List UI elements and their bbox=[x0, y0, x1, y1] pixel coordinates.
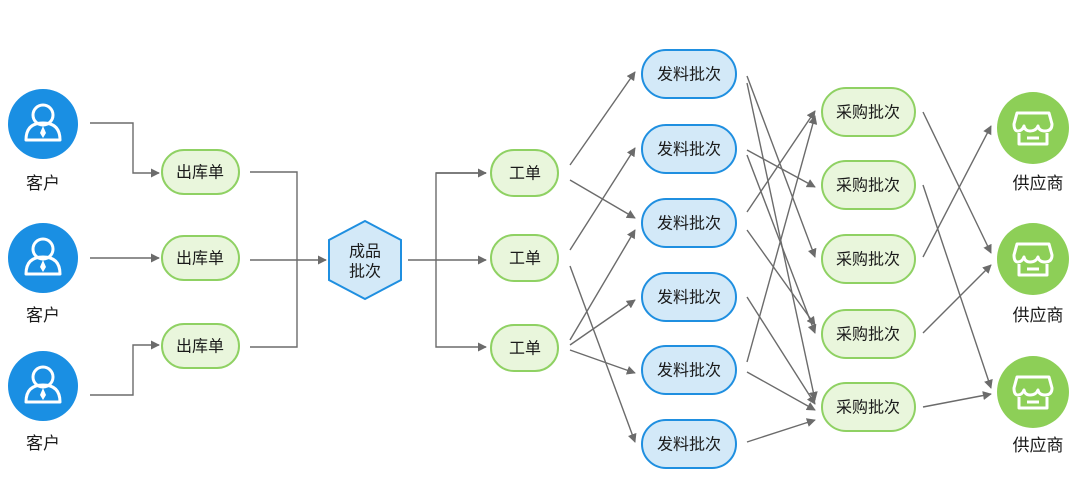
purchase-batch-node: 采购批次 bbox=[821, 234, 916, 284]
supplier-avatar bbox=[997, 223, 1069, 295]
arrow-pb5-sup3 bbox=[922, 391, 992, 408]
purchase-batch-label: 采购批次 bbox=[836, 398, 900, 417]
outbound-order-column: 出库单 出库单 出库单 bbox=[161, 149, 240, 369]
issue-batch-node: 发料批次 bbox=[641, 345, 737, 395]
arrow-wo3-ib4 bbox=[569, 299, 636, 346]
purchase-batch-node: 采购批次 bbox=[821, 382, 916, 432]
issue-batch-node: 发料批次 bbox=[641, 49, 737, 99]
issue-batch-node: 发料批次 bbox=[641, 419, 737, 469]
arrow-ib2-pb4 bbox=[746, 154, 817, 334]
issue-batch-node: 发料批次 bbox=[641, 272, 737, 322]
purchase-batch-label: 采购批次 bbox=[836, 325, 900, 344]
issue-batch-label: 发料批次 bbox=[657, 435, 721, 454]
finished-batch-node: 成品 批次 bbox=[328, 219, 402, 301]
issue-batch-label: 发料批次 bbox=[657, 140, 721, 159]
issue-batch-label: 发料批次 bbox=[657, 65, 721, 84]
customer-label: 客户 bbox=[26, 434, 60, 454]
work-order-label: 工单 bbox=[509, 164, 541, 183]
work-order-column: 工单 工单 工单 bbox=[490, 149, 559, 372]
issue-batch-label: 发料批次 bbox=[657, 361, 721, 380]
arrow-ib3-pb1 bbox=[746, 110, 816, 213]
shop-icon bbox=[1012, 375, 1054, 410]
outbound-order-label: 出库单 bbox=[176, 337, 224, 356]
customer-node: 客户 bbox=[8, 89, 78, 194]
arrow-ib6-pb5 bbox=[746, 418, 816, 443]
arrow-pb1-sup2 bbox=[922, 111, 992, 254]
supplier-label: 供应商 bbox=[1013, 436, 1064, 456]
outbound-order-node: 出库单 bbox=[161, 323, 240, 369]
issue-batch-label: 发料批次 bbox=[657, 214, 721, 233]
work-order-node: 工单 bbox=[490, 149, 559, 197]
customer-node: 客户 bbox=[8, 351, 78, 454]
finished-batch-hexagon bbox=[328, 219, 402, 301]
supplier-node: 供应商 bbox=[997, 356, 1069, 456]
purchase-batch-node: 采购批次 bbox=[821, 160, 916, 210]
work-order-label: 工单 bbox=[509, 249, 541, 268]
supplier-node: 供应商 bbox=[997, 92, 1069, 194]
arrow-customer3-outbound3 bbox=[90, 340, 160, 396]
supplier-node: 供应商 bbox=[997, 223, 1069, 326]
finished-batch-label-line1: 成品 bbox=[349, 242, 381, 261]
customer-label: 客户 bbox=[26, 306, 60, 326]
customer-label: 客户 bbox=[26, 174, 60, 194]
arrow-ib3-pb4 bbox=[746, 229, 816, 326]
arrow-ib4-pb5 bbox=[746, 296, 816, 405]
supplier-avatar bbox=[997, 92, 1069, 164]
purchase-batch-column: 采购批次 采购批次 采购批次 采购批次 采购批次 bbox=[821, 87, 916, 432]
arrow-wo3-ib3 bbox=[569, 229, 636, 341]
shop-icon bbox=[1012, 111, 1054, 146]
user-icon bbox=[24, 365, 62, 404]
supplier-column: 供应商 供应商 供应商 bbox=[997, 92, 1069, 456]
arrow-wo3-ib5 bbox=[569, 349, 636, 375]
arrow-pb2-sup3 bbox=[922, 184, 993, 389]
outbound-order-node: 出库单 bbox=[161, 235, 240, 281]
work-order-node: 工单 bbox=[490, 234, 559, 282]
issue-batch-column: 发料批次 发料批次 发料批次 发料批次 发料批次 发料批次 bbox=[641, 49, 737, 469]
issue-batch-label: 发料批次 bbox=[657, 288, 721, 307]
arrow-customer1-outbound1 bbox=[90, 122, 160, 178]
work-order-label: 工单 bbox=[509, 339, 541, 358]
outbound-order-label: 出库单 bbox=[176, 163, 224, 182]
issue-batch-node: 发料批次 bbox=[641, 198, 737, 248]
issue-batch-node: 发料批次 bbox=[641, 124, 737, 174]
arrow-ib2-pb2 bbox=[746, 149, 816, 188]
finished-batch-label-line2: 批次 bbox=[349, 262, 381, 281]
user-icon bbox=[24, 237, 62, 276]
outbound-order-label: 出库单 bbox=[176, 249, 224, 268]
purchase-batch-label: 采购批次 bbox=[836, 250, 900, 269]
arrow-ib1-pb3 bbox=[746, 75, 817, 258]
purchase-batch-node: 采购批次 bbox=[821, 309, 916, 359]
arrow-ib5-pb5 bbox=[746, 371, 816, 411]
arrow-wo1-ib1 bbox=[569, 71, 636, 166]
arrow-pb3-sup1 bbox=[922, 125, 992, 258]
purchase-batch-node: 采购批次 bbox=[821, 87, 916, 137]
outbound-order-node: 出库单 bbox=[161, 149, 240, 195]
supplier-label: 供应商 bbox=[1013, 174, 1064, 194]
purchase-batch-label: 采购批次 bbox=[836, 103, 900, 122]
purchase-batch-label: 采购批次 bbox=[836, 176, 900, 195]
customer-node: 客户 bbox=[8, 223, 78, 326]
shop-icon bbox=[1012, 242, 1054, 277]
user-icon bbox=[24, 103, 62, 142]
supplier-avatar bbox=[997, 356, 1069, 428]
connectors bbox=[90, 71, 993, 443]
arrow-ib5-pb1 bbox=[746, 115, 818, 363]
work-order-node: 工单 bbox=[490, 324, 559, 372]
customer-column: 客户 客户 客户 bbox=[8, 89, 78, 454]
arrow-wo2-ib6 bbox=[569, 265, 637, 443]
arrow-pb4-sup2 bbox=[922, 264, 992, 334]
supplier-label: 供应商 bbox=[1013, 306, 1064, 326]
arrow-wo2-ib2 bbox=[569, 147, 636, 251]
